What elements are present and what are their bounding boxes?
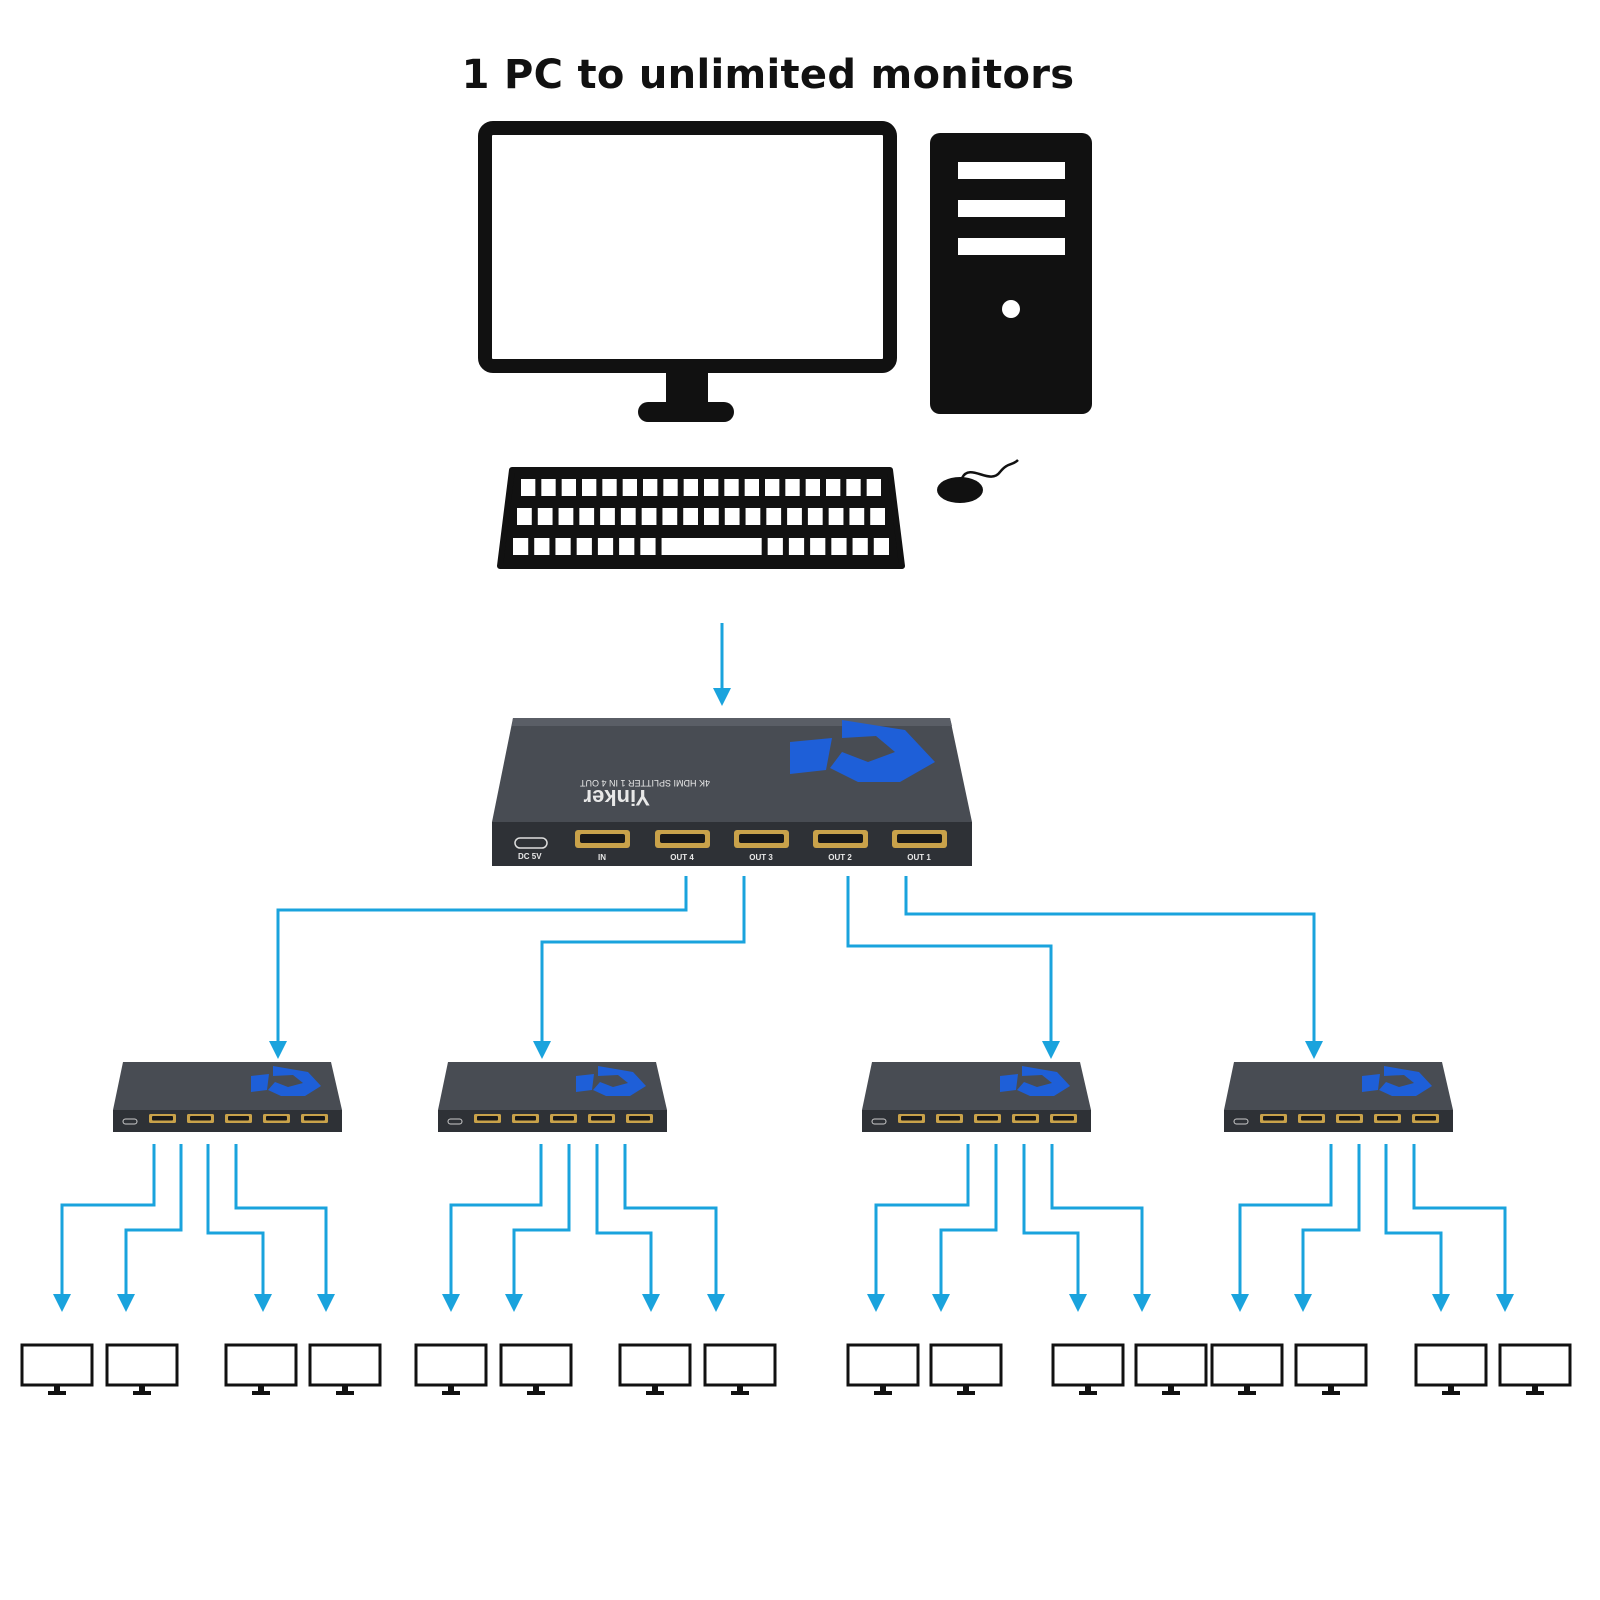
connection-line: [1384, 1144, 1450, 1312]
hdmi-port: [1050, 1114, 1077, 1123]
port-label: OUT 1: [907, 853, 931, 862]
connection-line: [53, 1144, 156, 1312]
monitor-icon: [1210, 1343, 1284, 1395]
brand-logo: [790, 720, 935, 782]
hdmi-port: [974, 1114, 1001, 1123]
monitor-icon: [308, 1343, 382, 1395]
hdmi-port: [1374, 1114, 1401, 1123]
hdmi-port: [626, 1114, 653, 1123]
model-name: 4K HDMI SPLITTER 1 IN 4 OUT: [579, 778, 710, 788]
connection-line: [206, 1144, 272, 1312]
brand-logo: [1000, 1066, 1070, 1096]
hdmi-port: OUT 1: [892, 830, 947, 862]
monitor-icon: [224, 1343, 298, 1395]
pc-tower-icon: [930, 133, 1092, 414]
monitor-icon: [105, 1343, 179, 1395]
power-port: [122, 1118, 138, 1125]
hdmi-port: [550, 1114, 577, 1123]
monitor-icon: [20, 1343, 94, 1395]
monitor-icon: [846, 1343, 920, 1395]
connection-line: [505, 1144, 571, 1312]
monitor-icon: [1414, 1343, 1488, 1395]
monitor-icon: [1051, 1343, 1125, 1395]
connections-level-1: [269, 876, 1323, 1059]
hdmi-port: OUT 2: [813, 830, 868, 862]
connection-line: [234, 1144, 335, 1312]
monitor-icon: [1134, 1343, 1208, 1395]
monitor-icon: [703, 1343, 777, 1395]
monitor-icon: [499, 1343, 573, 1395]
hdmi-port: [588, 1114, 615, 1123]
child-splitter: [862, 1062, 1091, 1132]
hdmi-port: OUT 4: [655, 830, 710, 862]
hdmi-port: [1412, 1114, 1439, 1123]
child-splitter: [1224, 1062, 1453, 1132]
connection-line: [867, 1144, 970, 1312]
hdmi-port: IN: [575, 830, 630, 862]
monitor-icon: [618, 1343, 692, 1395]
hdmi-port: [512, 1114, 539, 1123]
brand-logo: [1362, 1066, 1432, 1096]
hdmi-port: [149, 1114, 176, 1123]
hdmi-port: [187, 1114, 214, 1123]
hdmi-port: [1012, 1114, 1039, 1123]
connection-line: [595, 1144, 660, 1312]
monitor-icon: [1294, 1343, 1368, 1395]
port-label: OUT 4: [670, 853, 694, 862]
hdmi-port: [1260, 1114, 1287, 1123]
connection-line: [117, 1144, 183, 1312]
keyboard-icon: [497, 467, 905, 569]
port-label: OUT 3: [749, 853, 773, 862]
hdmi-port: [474, 1114, 501, 1123]
monitor-icon: [478, 121, 897, 422]
power-port: [514, 837, 548, 849]
mouse-icon: [937, 459, 1019, 503]
diagram-title: 1 PC to unlimited monitors: [461, 52, 1075, 98]
power-label: DC 5V: [518, 852, 542, 861]
power-port: [871, 1118, 887, 1125]
hdmi-port: [1298, 1114, 1325, 1123]
hdmi-port: [936, 1114, 963, 1123]
connection-line: [442, 1144, 543, 1312]
hdmi-port: [225, 1114, 252, 1123]
monitor-icon: [414, 1343, 488, 1395]
connection-line: [1294, 1144, 1361, 1312]
connections-level-2: [53, 1144, 1514, 1312]
hdmi-port: [263, 1114, 290, 1123]
brand-logo: [576, 1066, 646, 1096]
child-splitter: [438, 1062, 667, 1132]
connection-line: [932, 1144, 998, 1312]
hdmi-port: [898, 1114, 925, 1123]
power-port: [447, 1118, 463, 1125]
hdmi-port: [301, 1114, 328, 1123]
connection-line: [623, 1144, 725, 1312]
connection-line: [1412, 1144, 1514, 1312]
brand-logo: [251, 1066, 321, 1096]
port-label: IN: [598, 853, 606, 862]
connection-line: [1022, 1144, 1087, 1312]
hdmi-port: [1336, 1114, 1363, 1123]
monitor-icon: [1498, 1343, 1572, 1395]
main-splitter: Yinker 4K HDMI SPLITTER 1 IN 4 OUT DC 5V…: [492, 718, 972, 866]
monitor-icon: [929, 1343, 1003, 1395]
hdmi-port: OUT 3: [734, 830, 789, 862]
port-label: OUT 2: [828, 853, 852, 862]
connection-line: [1231, 1144, 1333, 1312]
connection-line: [1050, 1144, 1151, 1312]
child-splitter: [113, 1062, 342, 1132]
power-port: [1233, 1118, 1249, 1125]
brand-name: Yinker: [583, 785, 650, 810]
